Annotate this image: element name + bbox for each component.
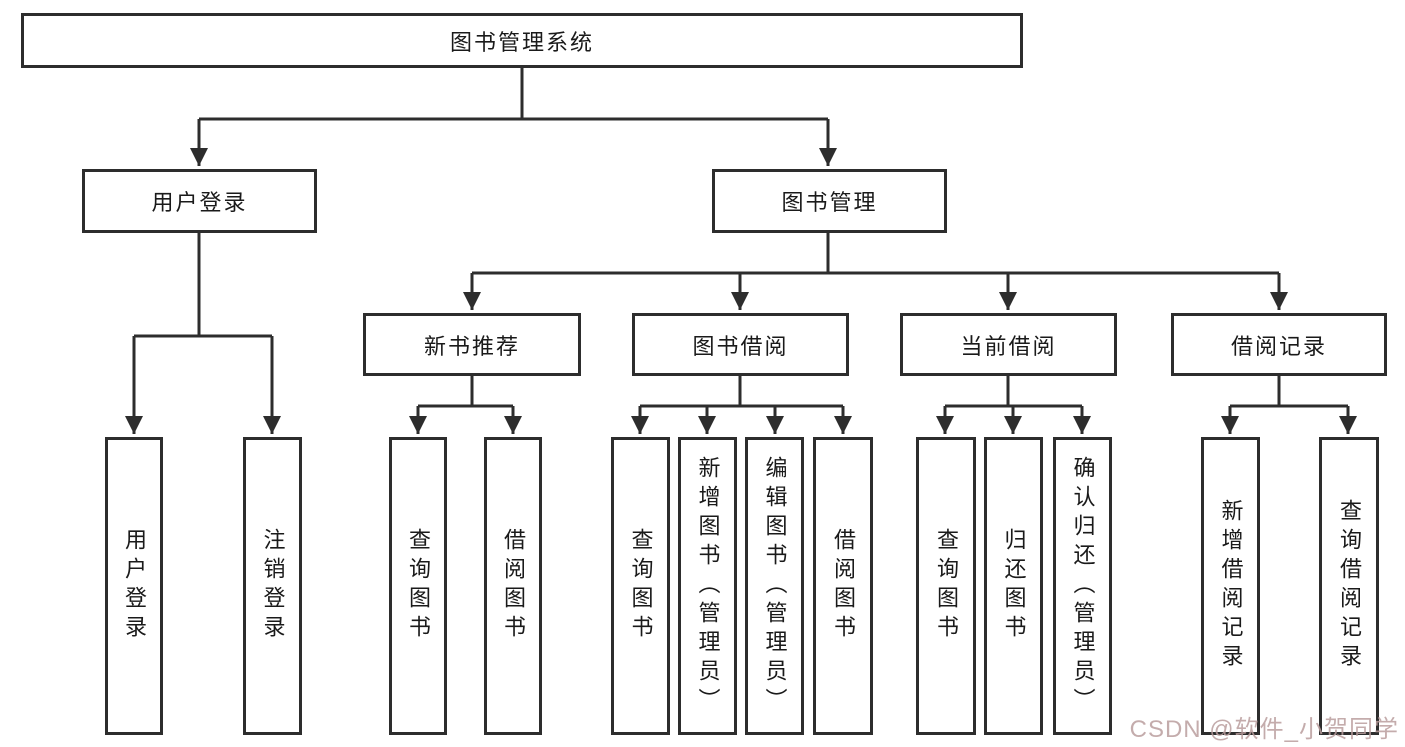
connector-user-login-to-leaves <box>134 233 272 338</box>
node-borrow-record: 借阅记录 <box>1171 313 1387 376</box>
node-user-login: 用户登录 <box>82 169 317 233</box>
node-root: 图书管理系统 <box>21 13 1023 68</box>
connector-book-borrow-to-leaves <box>640 376 843 408</box>
node-user-login-label: 用户登录 <box>151 190 248 215</box>
leaf-return-books-label: 归还图书 <box>1001 528 1027 644</box>
node-book-borrow: 图书借阅 <box>632 313 849 376</box>
leaf-edit-books-label: 编辑图书（管理员） <box>762 455 788 717</box>
leaf-add-record-label: 新增借阅记录 <box>1218 499 1244 673</box>
node-borrow-record-label: 借阅记录 <box>1230 333 1327 359</box>
leaf-query-record-label: 查询借阅记录 <box>1337 499 1362 673</box>
leaf-borrow-books-b: 借阅图书 <box>813 437 873 735</box>
leaf-add-record: 新增借阅记录 <box>1201 437 1260 735</box>
connector-current-borrow-to-leaves <box>945 376 1082 408</box>
node-current-borrow: 当前借阅 <box>900 313 1117 376</box>
leaf-query-books-c: 查询图书 <box>916 437 976 735</box>
leaf-confirm-return-label: 确认归还（管理员） <box>1070 455 1096 717</box>
connector-book-mgmt-to-level3 <box>472 233 1279 275</box>
leaf-query-books-b-label: 查询图书 <box>628 528 654 644</box>
leaf-query-record: 查询借阅记录 <box>1319 437 1379 735</box>
leaf-query-books-a-label: 查询图书 <box>406 528 431 644</box>
connector-new-book-rec-to-leaves <box>418 376 513 408</box>
node-book-mgmt: 图书管理 <box>712 169 947 233</box>
leaf-logout: 注销登录 <box>243 437 302 735</box>
leaf-query-books-a: 查询图书 <box>389 437 447 735</box>
leaf-borrow-books-a: 借阅图书 <box>484 437 542 735</box>
leaf-borrow-books-b-label: 借阅图书 <box>831 528 856 644</box>
leaf-user-login-label: 用户登录 <box>122 528 147 644</box>
node-book-mgmt-label: 图书管理 <box>781 190 878 215</box>
node-root-label: 图书管理系统 <box>449 29 594 55</box>
leaf-return-books: 归还图书 <box>984 437 1043 735</box>
node-book-borrow-label: 图书借阅 <box>692 333 789 359</box>
connector-borrow-record-to-leaves <box>1230 376 1348 408</box>
connector-root-to-level2 <box>199 68 828 121</box>
leaf-query-books-c-label: 查询图书 <box>934 528 959 644</box>
leaf-query-books-b: 查询图书 <box>611 437 670 735</box>
node-new-book-rec-label: 新书推荐 <box>423 333 520 359</box>
node-current-borrow-label: 当前借阅 <box>960 333 1057 359</box>
leaf-borrow-books-a-label: 借阅图书 <box>501 528 526 644</box>
leaf-edit-books: 编辑图书（管理员） <box>745 437 804 735</box>
leaf-add-books-label: 新增图书（管理员） <box>695 455 721 717</box>
leaf-user-login: 用户登录 <box>105 437 163 735</box>
node-new-book-rec: 新书推荐 <box>363 313 581 376</box>
leaf-add-books: 新增图书（管理员） <box>678 437 737 735</box>
leaf-confirm-return: 确认归还（管理员） <box>1053 437 1112 735</box>
watermark: CSDN @软件_小贺同学 <box>1129 716 1399 743</box>
leaf-logout-label: 注销登录 <box>260 528 286 644</box>
